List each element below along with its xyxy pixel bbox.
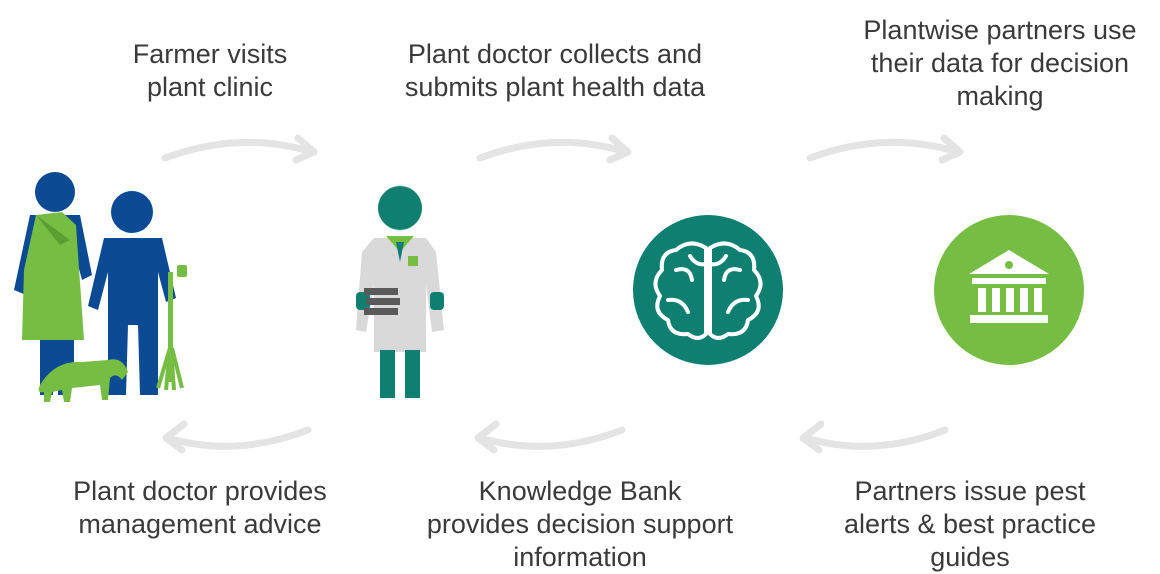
step-partners-use-data-label: Plantwise partners use their data for de… bbox=[863, 15, 1137, 111]
institution-icon bbox=[934, 215, 1084, 365]
step-pest-alerts-label: Partners issue pest alerts & best practi… bbox=[843, 476, 1097, 572]
step-management-advice-label: Plant doctor provides management advice bbox=[73, 476, 327, 539]
arrow-left-2 bbox=[476, 426, 626, 450]
arrow-right-3 bbox=[806, 138, 962, 162]
brain-icon bbox=[633, 215, 783, 365]
arrow-right-2 bbox=[476, 138, 630, 162]
farmer-family-icon bbox=[14, 172, 187, 402]
arrow-left-1 bbox=[164, 426, 312, 450]
arrow-right-2-head bbox=[606, 134, 632, 164]
arrow-left-2-head bbox=[474, 420, 500, 454]
step-collect-data-label: Plant doctor collects and submits plant … bbox=[404, 39, 706, 102]
arrow-left-1-head bbox=[162, 420, 188, 454]
arrow-left-3-head bbox=[799, 420, 825, 454]
step-knowledge-bank-label: Knowledge Bank provides decision support… bbox=[426, 476, 734, 572]
arrow-right-1 bbox=[161, 138, 316, 162]
arrow-right-1-head bbox=[292, 134, 318, 164]
plant-doctor-icon bbox=[356, 186, 444, 398]
arrow-right-3-head bbox=[938, 134, 964, 164]
step-farmer-visits-label: Farmer visits plant clinic bbox=[132, 39, 288, 102]
arrow-left-3 bbox=[801, 426, 949, 450]
